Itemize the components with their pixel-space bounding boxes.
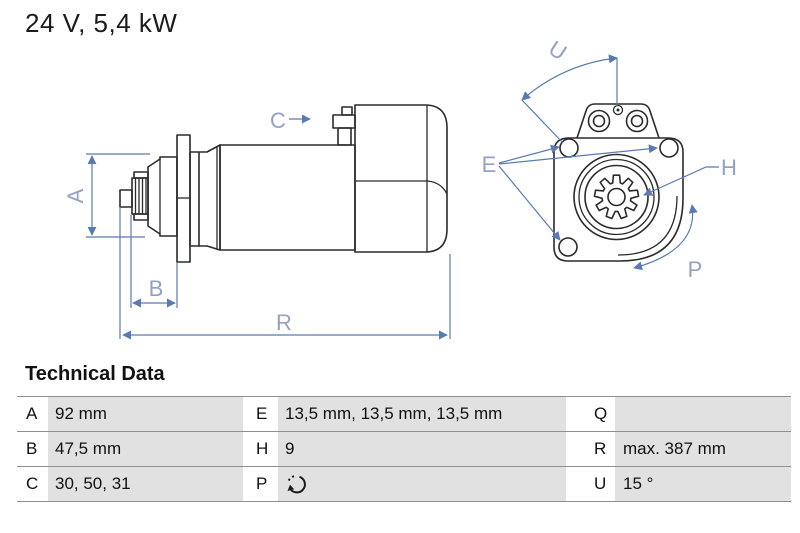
- solenoid-block: [354, 104, 448, 253]
- technical-drawing: A B R C: [63, 36, 737, 340]
- cell-key-p: P: [243, 467, 278, 501]
- dim-b-label: B: [149, 276, 164, 301]
- side-view: [119, 104, 448, 263]
- technical-data-table: A 92 mm E 13,5 mm, 13,5 mm, 13,5 mm Q B …: [17, 396, 791, 502]
- table-heading: Technical Data: [25, 363, 165, 385]
- front-view-callouts: U E H P: [482, 36, 737, 282]
- dim-h-label: H: [721, 155, 737, 180]
- cell-key-c: C: [17, 467, 48, 501]
- dim-c-label: C: [270, 108, 286, 133]
- bolt-hole-top-right: [659, 138, 679, 158]
- table-row: C 30, 50, 31 P U 15 °: [17, 466, 791, 502]
- center-pilot-hole: [612, 104, 624, 116]
- terminal-hole-left: [592, 114, 606, 128]
- motor-body: [219, 144, 356, 251]
- drive-housing: [147, 156, 178, 237]
- dim-e-label: E: [482, 152, 497, 177]
- terminal-hole-right: [630, 114, 644, 128]
- cell-key-e: E: [243, 397, 278, 431]
- cell-key-b: B: [17, 432, 48, 466]
- terminal-bracket: [576, 103, 660, 139]
- bolt-hole-bottom-left: [558, 237, 578, 257]
- side-view-dimensions: A B R C: [63, 108, 451, 340]
- cell-key-q: Q: [566, 397, 615, 431]
- pinion-side: [131, 171, 149, 221]
- page-title: 24 V, 5,4 kW: [25, 8, 178, 38]
- cell-key-r: R: [566, 432, 615, 466]
- cell-value-r: max. 387 mm: [615, 432, 791, 466]
- pinion-gear: [593, 174, 640, 220]
- cell-value-p: [278, 467, 566, 501]
- front-view: [553, 103, 684, 262]
- cell-key-a: A: [17, 397, 48, 431]
- cell-key-h: H: [243, 432, 278, 466]
- dim-r-label: R: [276, 310, 292, 335]
- cell-value-c: 30, 50, 31: [48, 467, 243, 501]
- cell-value-q: [615, 397, 791, 431]
- shaft-tip: [119, 189, 133, 208]
- dim-u-label: U: [544, 36, 571, 66]
- pinion-hub: [607, 187, 626, 207]
- cell-value-b: 47,5 mm: [48, 432, 243, 466]
- rotation-direction-icon: [287, 475, 306, 494]
- cell-key-u: U: [566, 467, 615, 501]
- cell-value-a: 92 mm: [48, 397, 243, 431]
- dim-a-label: A: [63, 188, 88, 203]
- terminal-studs: [332, 106, 356, 146]
- table-row: A 92 mm E 13,5 mm, 13,5 mm, 13,5 mm Q: [17, 396, 791, 431]
- cell-value-e: 13,5 mm, 13,5 mm, 13,5 mm: [278, 397, 566, 431]
- bolt-hole-top-left: [559, 138, 579, 158]
- table-row: B 47,5 mm H 9 R max. 387 mm: [17, 431, 791, 466]
- dim-p-label: P: [688, 257, 703, 282]
- cell-value-h: 9: [278, 432, 566, 466]
- cell-value-u: 15 °: [615, 467, 791, 501]
